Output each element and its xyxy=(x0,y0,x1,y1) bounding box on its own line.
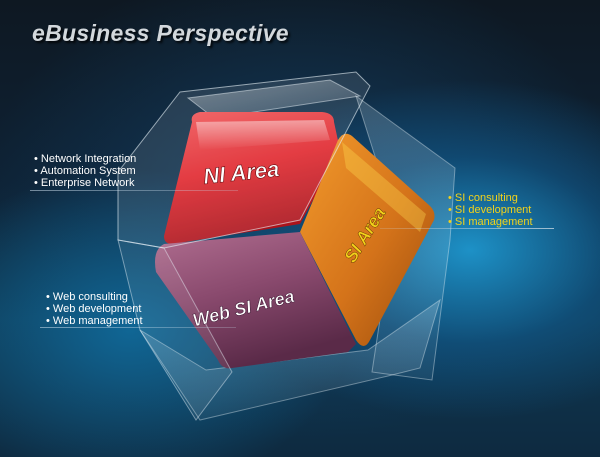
si-bullet-list: SI consulting SI development SI manageme… xyxy=(448,192,533,228)
list-item: Web management xyxy=(46,315,143,327)
list-item: Web development xyxy=(46,303,143,315)
si-leader-line xyxy=(380,228,554,229)
glass-panel-back xyxy=(186,79,362,119)
page-title: eBusiness Perspective xyxy=(32,20,289,46)
list-item: SI management xyxy=(448,216,533,228)
si-area-rim xyxy=(342,142,426,232)
web-bullet-list: Web consulting Web development Web manag… xyxy=(46,291,143,327)
web-leader-line xyxy=(40,327,236,328)
network-bullet-list: Network Integration Automation System En… xyxy=(34,153,136,189)
network-leader-line xyxy=(30,190,238,191)
web-si-area-face xyxy=(155,232,356,369)
list-item: Automation System xyxy=(34,165,136,177)
list-item: SI consulting xyxy=(448,192,533,204)
list-item: SI development xyxy=(448,204,533,216)
list-item: Web consulting xyxy=(46,291,143,303)
list-item: Network Integration xyxy=(34,153,136,165)
list-item: Enterprise Network xyxy=(34,177,136,189)
glass-panel-front xyxy=(117,71,371,249)
si-area-face xyxy=(300,133,435,346)
